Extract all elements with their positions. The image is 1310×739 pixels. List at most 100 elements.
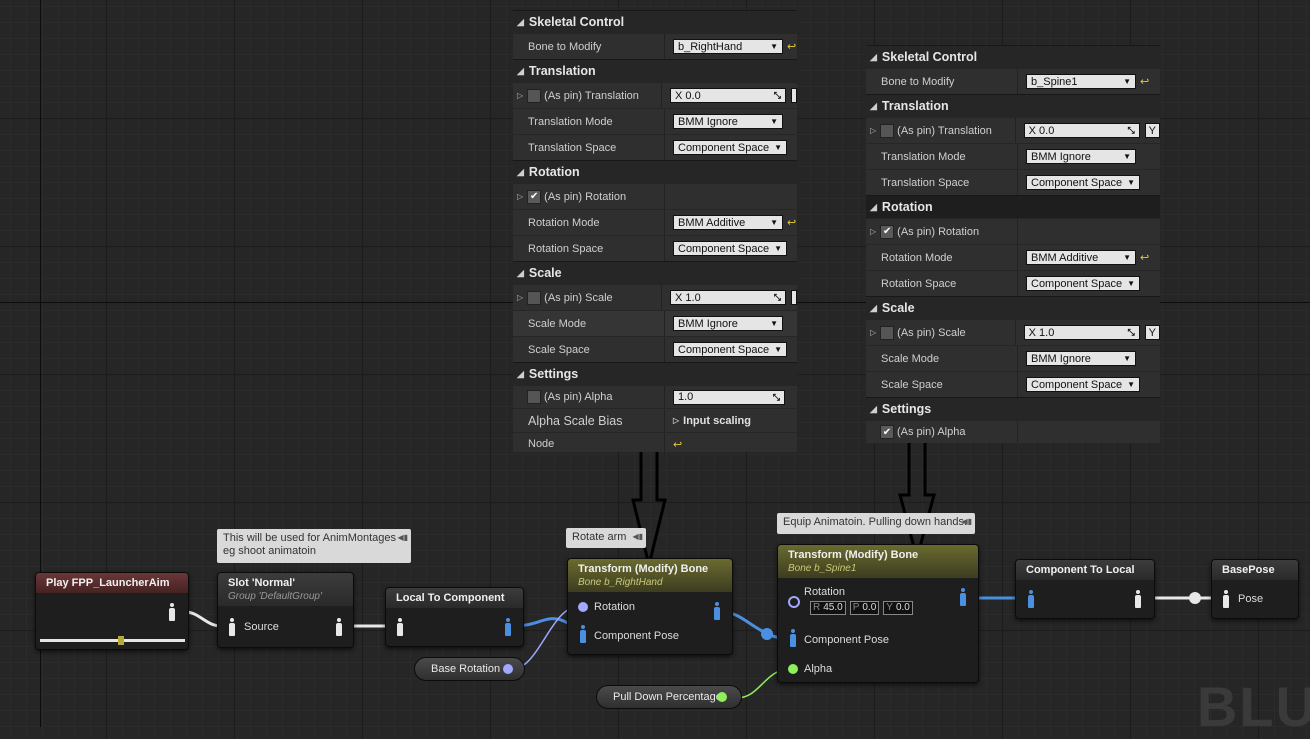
rotation-space-combo[interactable]: Component Space▼ [673, 241, 787, 256]
scale-x-field[interactable]: X 1.0⤡ [1023, 325, 1140, 340]
translation-mode-combo[interactable]: BMM Ignore▼ [1026, 149, 1136, 164]
section-scale[interactable]: ◢Scale [513, 261, 797, 284]
reset-default-icon[interactable]: ↩ [1140, 76, 1150, 88]
reset-default-icon[interactable]: ↩ [1140, 252, 1150, 264]
expand-triangle-icon[interactable]: ▷ [870, 227, 877, 236]
reset-default-icon[interactable]: ↩ [787, 41, 797, 53]
scale-mode-combo[interactable]: BMM Ignore▼ [1026, 351, 1136, 366]
translation-y-field[interactable] [791, 88, 797, 103]
slot-comment-bubble[interactable]: This will be used for AnimMontages eg sh… [217, 529, 411, 563]
variable-base-rotation[interactable]: Base Rotation [414, 657, 525, 681]
bone-combo[interactable]: b_RightHand▼ [673, 39, 783, 54]
pose-output-pin-icon[interactable] [713, 602, 721, 620]
source-input-pin-icon[interactable] [228, 618, 236, 636]
play-progress-track[interactable] [40, 639, 185, 642]
translation-x-field[interactable]: X 0.0⤡ [1023, 123, 1140, 138]
node-title: BasePose [1212, 560, 1298, 580]
section-settings[interactable]: ◢Settings [866, 397, 1160, 420]
rotation-space-combo[interactable]: Component Space▼ [1026, 276, 1140, 291]
row-node: Node ↩ [513, 432, 797, 455]
section-settings[interactable]: ◢Settings [513, 362, 797, 385]
wire-reroute-dot-1 [761, 628, 773, 640]
reset-default-icon[interactable]: ↩ [673, 438, 683, 451]
section-translation[interactable]: ◢Translation [866, 94, 1160, 117]
scale-space-combo[interactable]: Component Space▼ [673, 342, 787, 357]
section-rotation[interactable]: ◢Rotation [513, 160, 797, 183]
component-pose-output-pin-icon[interactable] [504, 618, 512, 636]
row-as-pin-scale: ▷(As pin) Scale X 1.0⤡Y [866, 319, 1160, 345]
section-skeletal-control[interactable]: ◢Skeletal Control [513, 10, 797, 33]
as-pin-translation-checkbox[interactable] [880, 123, 895, 138]
scale-mode-combo[interactable]: BMM Ignore▼ [673, 316, 783, 331]
section-skeletal-control[interactable]: ◢Skeletal Control [866, 45, 1160, 68]
as-pin-translation-checkbox[interactable] [527, 88, 542, 103]
component-pose-input-pin-icon[interactable] [579, 625, 587, 643]
expand-triangle-icon[interactable]: ▷ [870, 126, 877, 135]
as-pin-alpha-checkbox[interactable] [527, 390, 541, 404]
node-component-to-local[interactable]: Component To Local [1015, 559, 1155, 619]
input-scaling-expander[interactable]: ▷Input scaling [673, 414, 751, 427]
translation-space-combo[interactable]: Component Space▼ [673, 140, 787, 155]
local-pose-output-pin-icon[interactable] [1134, 590, 1142, 608]
local-pose-input-pin-icon[interactable] [396, 618, 404, 636]
translation-y-field[interactable]: Y [1144, 123, 1160, 138]
pose-input-pin-icon[interactable] [1222, 590, 1230, 608]
translation-space-combo[interactable]: Component Space▼ [1026, 175, 1140, 190]
as-pin-rotation-checkbox[interactable]: ✔ [880, 224, 895, 239]
dropdown-arrow-icon: ▼ [1127, 178, 1135, 187]
scale-y-field[interactable] [791, 290, 797, 305]
pose-output-pin-icon[interactable] [335, 618, 343, 636]
comment-pin-icon[interactable]: ◀▮ [961, 517, 972, 526]
variable-pull-down-percentage[interactable]: Pull Down Percentage [596, 685, 742, 709]
as-pin-scale-checkbox[interactable] [527, 290, 542, 305]
float-output-pin-icon[interactable] [717, 692, 727, 702]
translation-mode-combo[interactable]: BMM Ignore▼ [673, 114, 783, 129]
scale-x-field[interactable]: X 1.0⤡ [670, 290, 786, 305]
node-slot[interactable]: Slot 'Normal'Group 'DefaultGroup' Source [217, 572, 354, 648]
dropdown-arrow-icon: ▼ [770, 319, 778, 328]
rotation-mode-combo[interactable]: BMM Additive▼ [673, 215, 783, 230]
section-scale[interactable]: ◢Scale [866, 296, 1160, 319]
component-pose-input-pin-icon[interactable] [789, 629, 797, 647]
expand-triangle-icon[interactable]: ▷ [517, 91, 524, 100]
expand-triangle-icon[interactable]: ▷ [870, 328, 877, 337]
node-base-pose[interactable]: BasePose Pose [1211, 559, 1299, 619]
alpha-input-pin-icon[interactable] [788, 664, 798, 674]
as-pin-scale-checkbox[interactable] [880, 325, 895, 340]
as-pin-rotation-checkbox[interactable]: ✔ [527, 189, 542, 204]
pose-output-pin-icon[interactable] [168, 603, 176, 621]
scale-y-field[interactable]: Y [1144, 325, 1160, 340]
component-pose-input-pin-icon[interactable] [1027, 590, 1035, 608]
alpha-field[interactable]: 1.0⤡ [673, 389, 785, 405]
bone-combo[interactable]: b_Spine1▼ [1026, 74, 1136, 89]
rotation-output-pin-icon[interactable] [503, 664, 513, 674]
pose-output-pin-icon[interactable] [959, 588, 967, 606]
expand-triangle-icon[interactable]: ▷ [517, 192, 524, 201]
rotation-input-pin-icon[interactable] [788, 596, 800, 608]
comment-pin-icon[interactable]: ◀▮ [632, 532, 643, 541]
node-play-sequence[interactable]: Play FPP_LauncherAim [35, 572, 189, 650]
rotation-input-pin-icon[interactable] [578, 602, 588, 612]
transform2-comment-bubble[interactable]: Equip Animatoin. Pulling down hands.◀▮ [777, 513, 975, 534]
rotation-mode-combo[interactable]: BMM Additive▼ [1026, 250, 1136, 265]
row-bone-to-modify: Bone to Modify b_RightHand▼↩ [513, 33, 797, 59]
translation-x-field[interactable]: X 0.0⤡ [670, 88, 786, 103]
collapse-triangle-icon: ◢ [517, 267, 524, 278]
scale-space-combo[interactable]: Component Space▼ [1026, 377, 1140, 392]
as-pin-alpha-checkbox[interactable]: ✔ [880, 425, 894, 439]
reset-default-icon[interactable]: ↩ [787, 217, 797, 229]
transform1-comment-bubble[interactable]: Rotate arm◀▮ [566, 528, 646, 548]
expand-triangle-icon[interactable]: ▷ [517, 293, 524, 302]
play-progress-handle[interactable] [118, 636, 125, 645]
node-local-to-component[interactable]: Local To Component [385, 587, 524, 647]
section-rotation[interactable]: ◢Rotation [866, 195, 1160, 218]
drag-arrow-icon: ⤡ [772, 391, 780, 402]
comment-pin-icon[interactable]: ◀▮ [397, 533, 408, 542]
section-translation[interactable]: ◢Translation [513, 59, 797, 82]
